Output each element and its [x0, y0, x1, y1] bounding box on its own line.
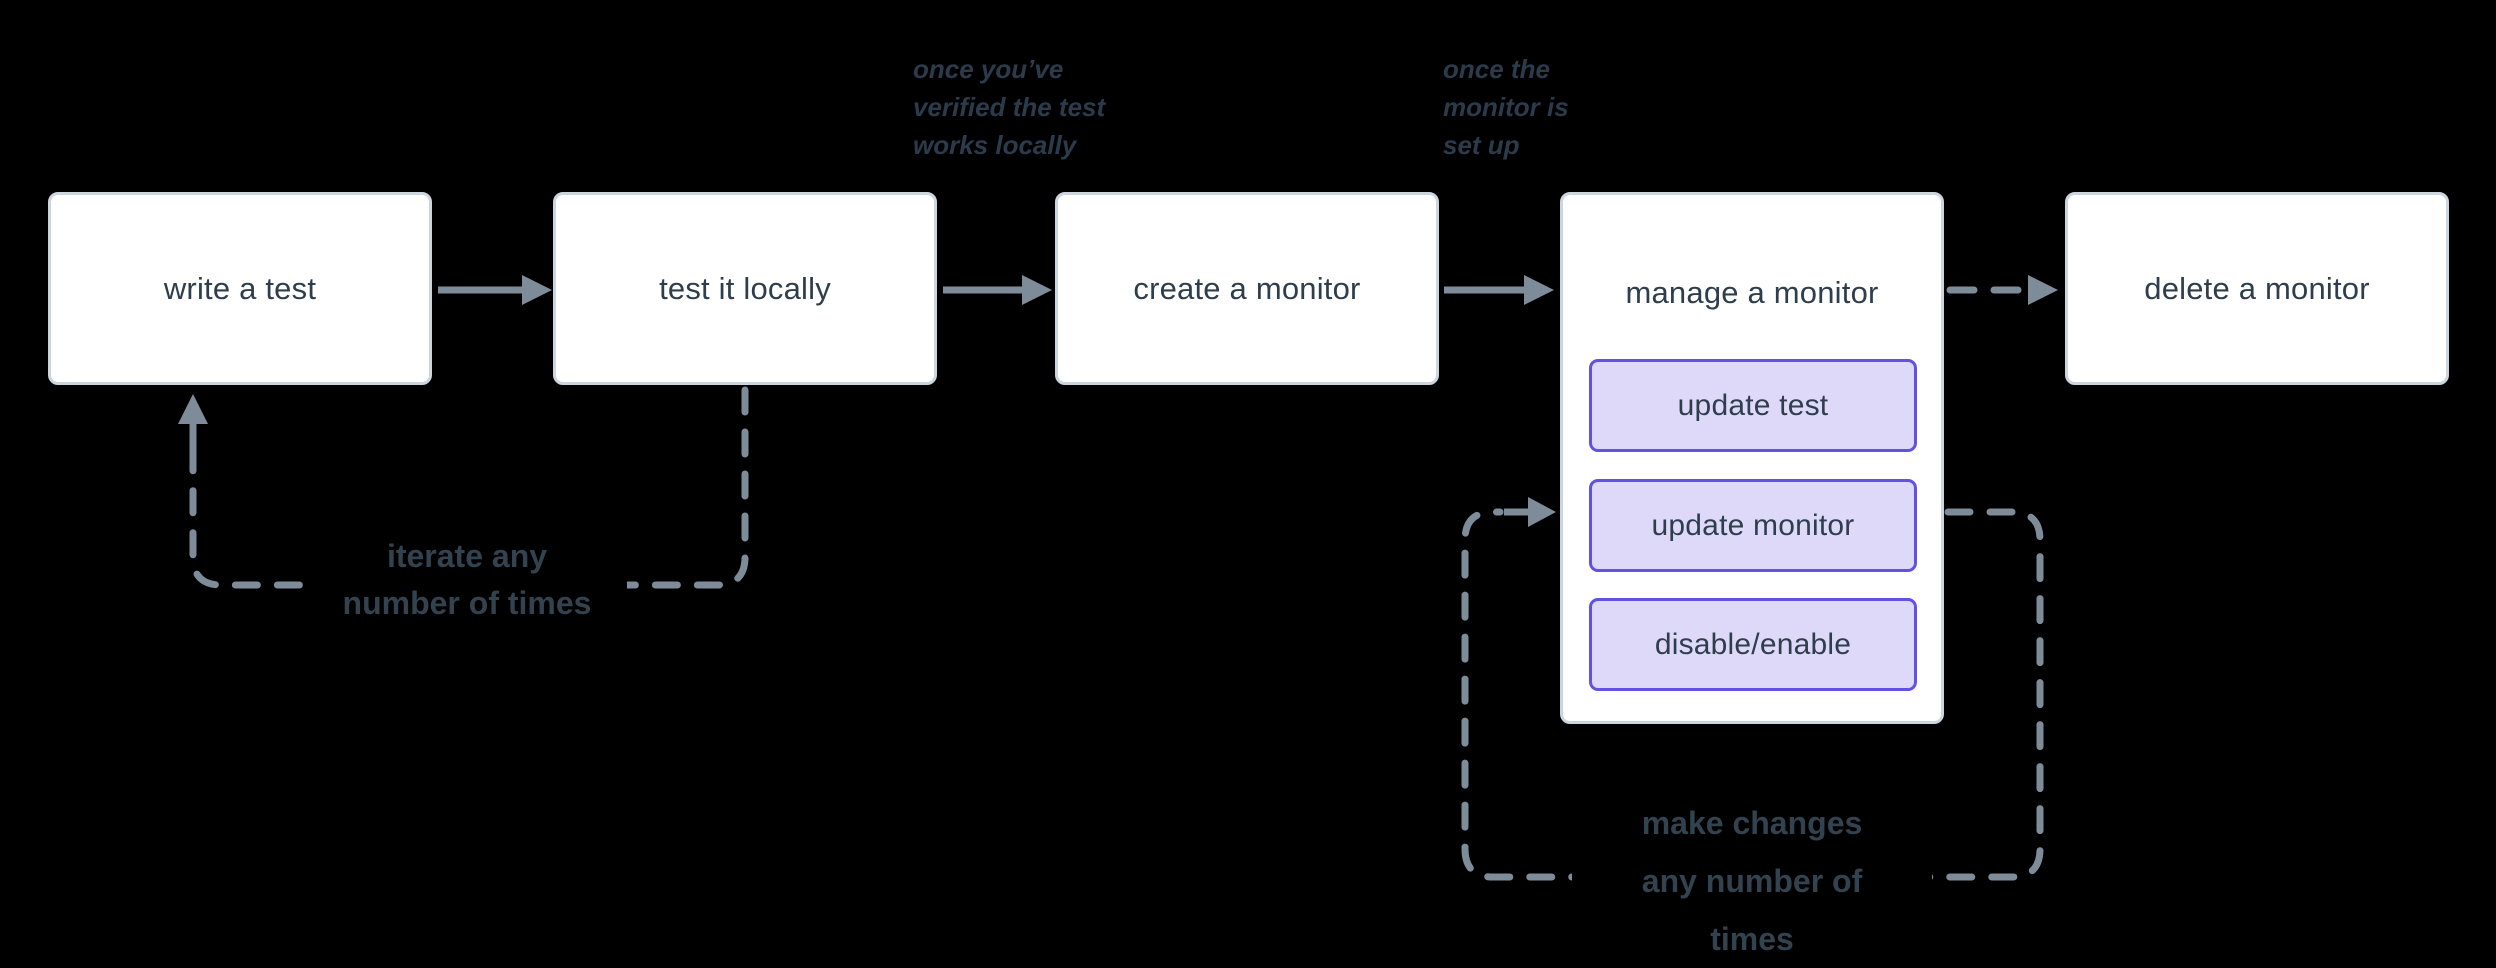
node-label: test it locally — [659, 270, 831, 306]
subnode-label: update test — [1677, 388, 1829, 422]
subnode-label: disable/enable — [1654, 627, 1852, 661]
node-write-a-test: write a test — [48, 192, 432, 385]
arrow-write-to-test — [438, 275, 552, 305]
node-label: manage a monitor — [1625, 275, 1879, 310]
node-label: delete a monitor — [2144, 270, 2370, 306]
subnode-disable-enable: disable/enable — [1589, 598, 1917, 691]
node-manage-a-monitor: manage a monitor update test update moni… — [1560, 192, 1944, 724]
node-test-it-locally: test it locally — [553, 192, 937, 385]
arrow-manage-to-delete — [1946, 275, 2058, 305]
loop-label-iterate: iterate any number of times — [307, 533, 627, 627]
node-create-a-monitor: create a monitor — [1055, 192, 1439, 385]
subnode-update-test: update test — [1589, 359, 1917, 452]
node-label: write a test — [163, 270, 317, 306]
arrow-test-to-create — [943, 275, 1052, 305]
subnode-update-monitor: update monitor — [1589, 479, 1917, 572]
annotation-after-local-test: once you’ve verified the test works loca… — [913, 54, 1106, 160]
annotation-after-monitor-setup: once the monitor is set up — [1443, 54, 1569, 160]
loop-label-make-changes: make changes any number of times — [1572, 794, 1932, 968]
node-label: create a monitor — [1133, 270, 1361, 306]
subnode-label: update monitor — [1651, 508, 1855, 542]
arrow-create-to-manage — [1444, 275, 1554, 305]
node-delete-a-monitor: delete a monitor — [2065, 192, 2449, 385]
loop-iterate-arrowhead — [178, 394, 208, 424]
loop-make-changes-arrowhead — [1528, 497, 1556, 527]
